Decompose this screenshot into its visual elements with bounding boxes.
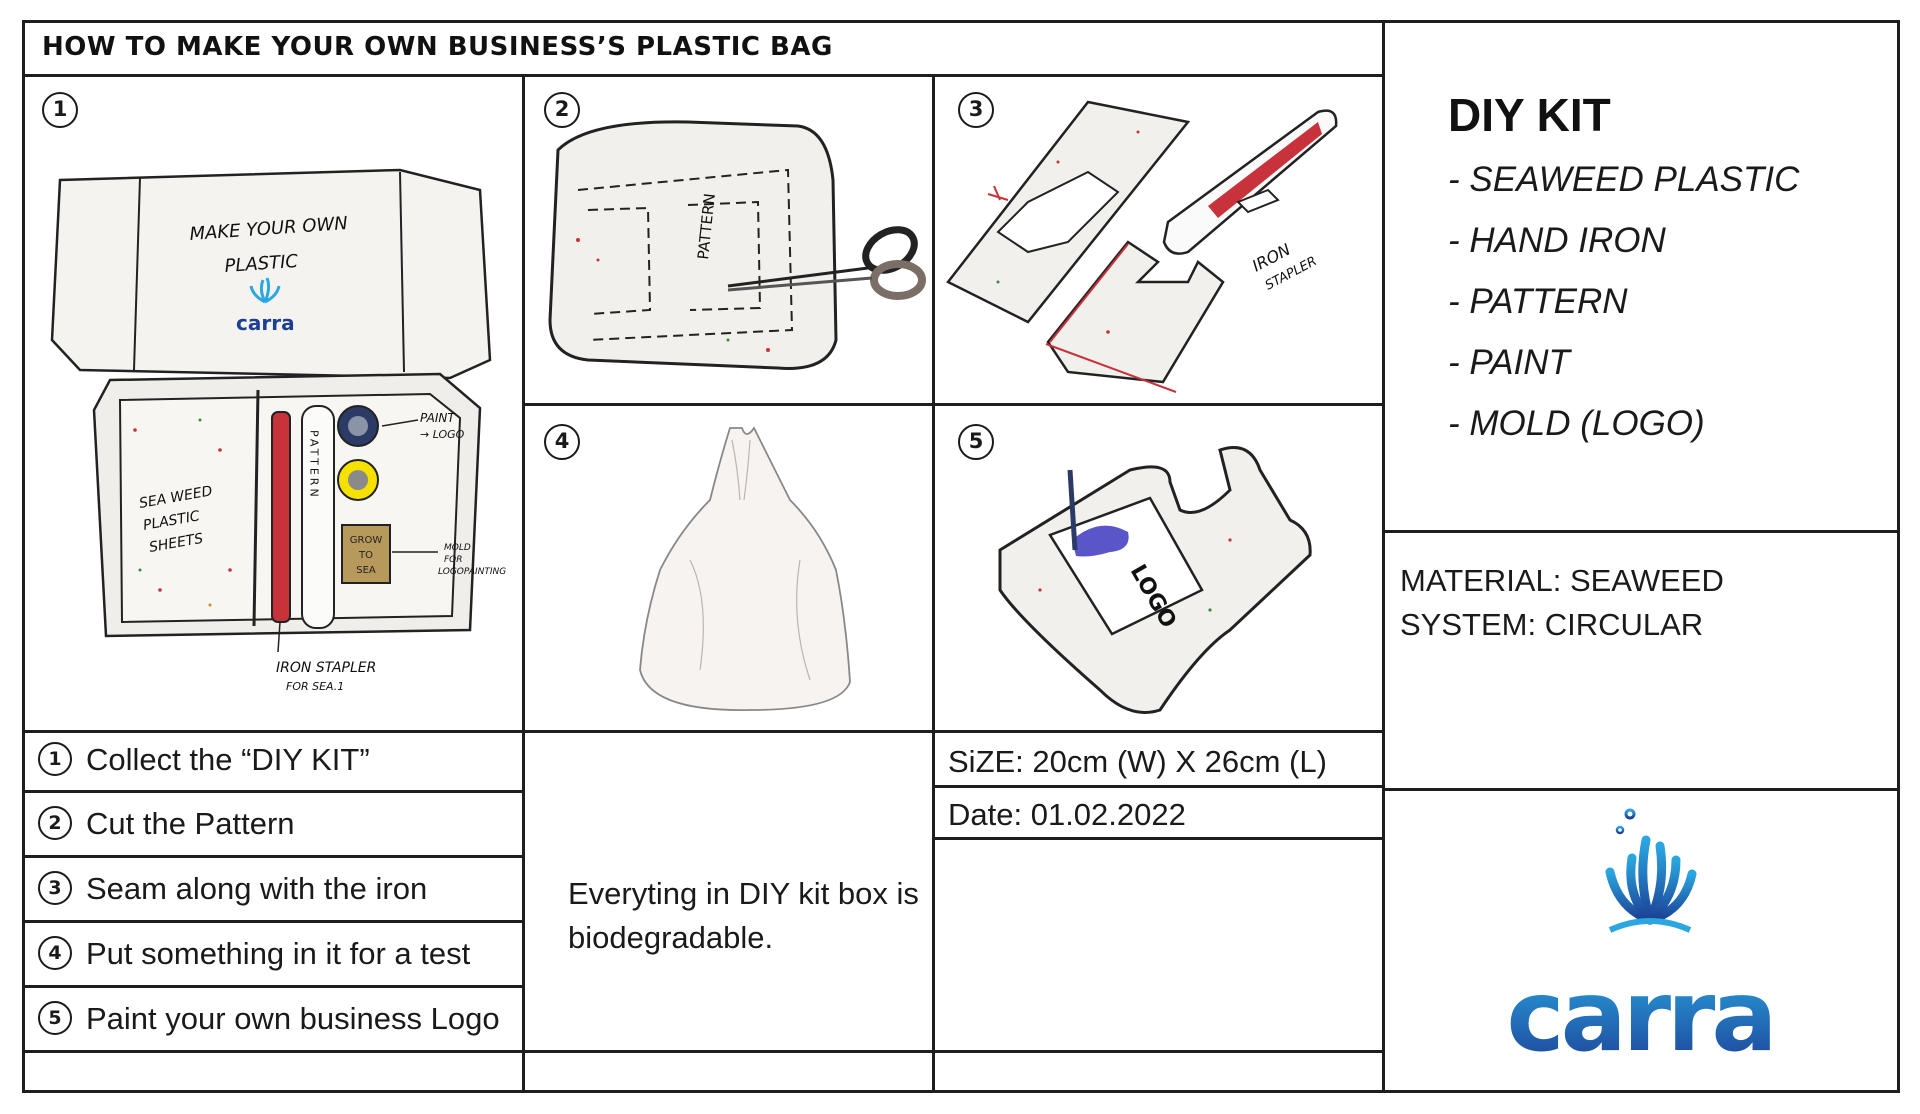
box-lid bbox=[50, 168, 492, 380]
finished-bag-illustration bbox=[639, 426, 851, 711]
mid-row-divider bbox=[522, 403, 1384, 406]
mold-text-1: GROW bbox=[350, 535, 383, 546]
pattern-roll bbox=[301, 405, 335, 629]
step-5-number: 5 bbox=[38, 1001, 72, 1035]
kit-item-seaweed-plastic: - SEAWEED PLASTIC bbox=[1448, 160, 1800, 199]
step-3-text: Seam along with the iron bbox=[86, 871, 428, 906]
step-5-text: Paint your own business Logo bbox=[86, 1001, 500, 1036]
kit-divider bbox=[1382, 530, 1900, 533]
lid-logo: carra bbox=[236, 311, 295, 335]
step-divider-1 bbox=[22, 790, 524, 793]
step-2-text: Cut the Pattern bbox=[86, 806, 295, 841]
iron-label-2: FOR SEA.1 bbox=[286, 680, 344, 693]
border-bottom bbox=[22, 1090, 1900, 1093]
seaweed-splash-icon bbox=[1605, 808, 1697, 925]
panel-4-number: 4 bbox=[544, 424, 580, 460]
step-1-number: 1 bbox=[38, 742, 72, 776]
pattern-roll-label: PATTERN bbox=[308, 430, 321, 500]
step-4-number: 4 bbox=[38, 936, 72, 970]
panel-5-number: 5 bbox=[958, 424, 994, 460]
paint-label-2: → LOGO bbox=[420, 428, 465, 441]
border-left bbox=[22, 20, 25, 1093]
paint-logo-illustration: LOGO bbox=[998, 446, 1312, 714]
iron-stapler-icon bbox=[1162, 109, 1338, 255]
kit-item-hand-iron: - HAND IRON bbox=[1448, 221, 1666, 260]
plastic-bag bbox=[639, 426, 851, 711]
header-divider bbox=[22, 74, 1384, 77]
mold-label-1: MOLD bbox=[444, 543, 471, 553]
mold-label-3: LOGOPAINTING bbox=[438, 567, 506, 577]
date-spec: Date: 01.02.2022 bbox=[948, 797, 1186, 832]
step-divider-4 bbox=[22, 985, 524, 988]
size-spec: SiZE: 20cm (W) X 26cm (L) bbox=[948, 744, 1327, 779]
biodegradable-note: Everyting in DIY kit box is biodegradabl… bbox=[568, 876, 919, 955]
step-divider-3 bbox=[22, 920, 524, 923]
border-right bbox=[1897, 20, 1900, 1093]
sheet-speckles bbox=[133, 418, 232, 607]
panel-3-number: 3 bbox=[958, 92, 994, 128]
border-top bbox=[22, 20, 1900, 23]
step-2-number: 2 bbox=[38, 806, 72, 840]
pattern-outline bbox=[577, 168, 794, 341]
size-divider bbox=[932, 785, 1384, 788]
system-line: SYSTEM: CIRCULAR bbox=[1400, 607, 1704, 642]
cut-pattern-illustration: PATTERN bbox=[548, 120, 926, 370]
panel-2-number: 2 bbox=[544, 92, 580, 128]
kit-title: DIY KIT bbox=[1448, 89, 1611, 141]
step-4-text: Put something in it for a test bbox=[86, 936, 471, 971]
scissors-icon bbox=[727, 226, 926, 300]
bottom-row-divider bbox=[22, 1050, 1384, 1053]
material-line: MATERIAL: SEAWEED bbox=[1400, 563, 1724, 598]
brand-name: carra bbox=[1506, 960, 1773, 1074]
iron-stapler-in-box bbox=[271, 411, 291, 623]
date-divider bbox=[932, 837, 1384, 840]
carra-logo: carra bbox=[1506, 808, 1778, 1074]
kit-item-paint: - PAINT bbox=[1448, 343, 1570, 382]
kit-item-pattern: - PATTERN bbox=[1448, 282, 1628, 321]
paint-label-1: PAINT bbox=[420, 411, 456, 425]
mold-text-3: SEA bbox=[356, 565, 376, 576]
kit-item-mold: - MOLD (LOGO) bbox=[1448, 404, 1705, 443]
step-divider-2 bbox=[22, 855, 524, 858]
col1-divider bbox=[522, 74, 525, 1093]
mold-label-2: FOR bbox=[444, 555, 463, 565]
seaweed-sheet bbox=[548, 120, 838, 370]
iron-label-1: IRON STAPLER bbox=[276, 660, 376, 676]
bag-half-bottom bbox=[1046, 240, 1225, 384]
seam-iron-illustration: IRON STAPLER bbox=[946, 100, 1338, 393]
bottom-section-divider bbox=[22, 730, 1384, 733]
paint-brush bbox=[1067, 469, 1078, 551]
material-divider bbox=[1382, 788, 1900, 791]
logo-mold bbox=[341, 524, 391, 584]
lid-seaweed-icon bbox=[249, 277, 281, 304]
col2-divider bbox=[932, 74, 935, 1093]
step-3-number: 3 bbox=[38, 871, 72, 905]
sheet-title: HOW TO MAKE YOUR OWN BUSINESS’S PLASTIC … bbox=[42, 32, 833, 62]
right-column-divider bbox=[1382, 20, 1385, 1093]
seam-marks bbox=[987, 185, 1177, 393]
lid-text-2: PLASTIC bbox=[224, 251, 299, 277]
diy-kit-box-illustration: MAKE YOUR OWN PLASTIC carra SEA WEED PLA… bbox=[50, 168, 506, 693]
panel-1-number: 1 bbox=[42, 92, 78, 128]
step-1-text: Collect the “DIY KIT” bbox=[86, 742, 370, 777]
paint-stroke bbox=[1072, 525, 1129, 557]
mold-text-2: TO bbox=[358, 550, 373, 561]
